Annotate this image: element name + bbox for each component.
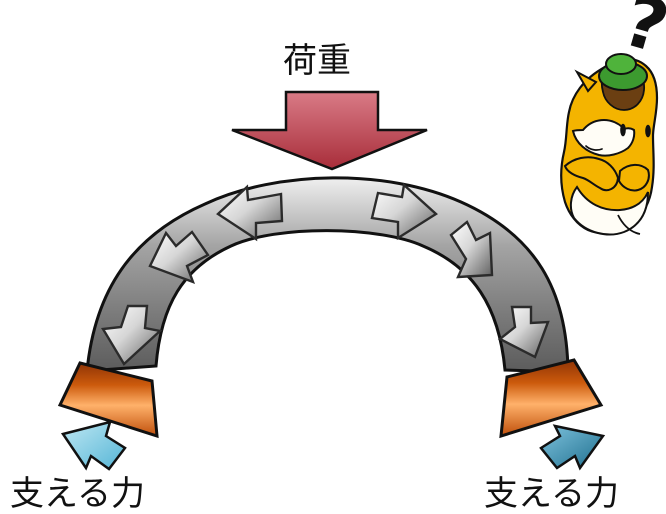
internal-force-arrows bbox=[101, 182, 550, 366]
arch-force-arrow-icon-left-2 bbox=[148, 230, 210, 285]
mascot-character: ? bbox=[560, 0, 666, 236]
right-support-block bbox=[499, 358, 604, 439]
mascot-mouth-icon bbox=[585, 145, 603, 151]
mascot-face-icon bbox=[571, 118, 636, 157]
mascot-leg-icon bbox=[617, 214, 641, 235]
question-mark-icon: ? bbox=[614, 0, 666, 70]
mascot-eye-left-icon bbox=[620, 123, 626, 137]
arch-force-arrow-icon-left-3 bbox=[101, 304, 163, 366]
left-support-arrow-icon bbox=[60, 420, 127, 471]
left-support-block bbox=[57, 361, 159, 439]
mascot-hat-top-icon bbox=[605, 53, 637, 75]
mascot-ear-icon bbox=[574, 69, 598, 93]
mascot-right-arm-icon bbox=[617, 163, 650, 192]
load-arrow-icon bbox=[231, 90, 428, 171]
right-support-arrow-icon bbox=[539, 424, 606, 471]
arch-force-arrow-icon-left-1 bbox=[216, 184, 284, 242]
left-support-label: 支える力 bbox=[10, 474, 145, 514]
mascot-belly-icon bbox=[569, 185, 649, 236]
arch-force-arrow-icon-right-1 bbox=[370, 182, 438, 241]
arch-shape bbox=[85, 176, 570, 374]
load-label: 荷重 bbox=[283, 41, 351, 81]
right-support-label: 支える力 bbox=[484, 474, 619, 514]
mascot-eye-right-icon bbox=[645, 124, 651, 138]
mascot-arms-icon bbox=[563, 156, 620, 192]
arch-force-arrow-icon-right-2 bbox=[449, 220, 494, 279]
arch-force-arrow-icon-right-3 bbox=[497, 305, 550, 359]
